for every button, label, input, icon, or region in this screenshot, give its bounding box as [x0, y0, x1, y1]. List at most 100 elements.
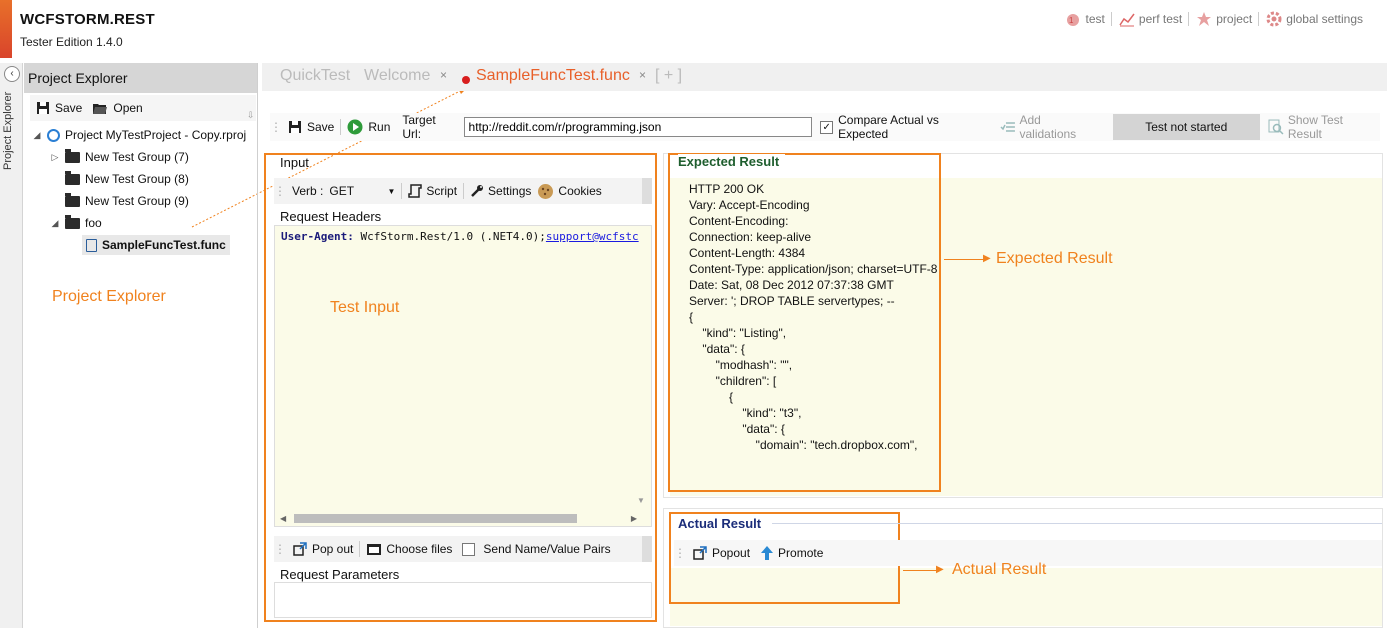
tree-group-label: New Test Group (7) — [85, 150, 189, 164]
response-line: "domain": "tech.dropbox.com", — [689, 438, 918, 452]
save-project-label: Save — [55, 101, 83, 115]
tree-project[interactable]: ◢ Project MyTestProject - Copy.rproj — [32, 125, 247, 145]
toolbar-separator — [359, 541, 361, 557]
toolbar-grip: ⋮ — [674, 546, 686, 560]
tab-quicktest[interactable]: QuickTest — [280, 67, 351, 84]
verb-select[interactable]: GET ▼ — [329, 184, 395, 198]
choose-files-button[interactable]: Choose files — [366, 542, 452, 556]
close-welcome-icon[interactable]: × — [440, 68, 448, 82]
arrow-head-icon: ▶ — [983, 253, 991, 264]
tree-folder-foo[interactable]: ◢ foo — [50, 213, 102, 233]
run-button[interactable]: Run — [347, 119, 390, 135]
verb-label: Verb : — [292, 184, 324, 198]
close-active-tab-icon[interactable]: × — [639, 68, 647, 82]
actual-result-editor[interactable] — [670, 568, 1382, 626]
scroll-right-icon[interactable]: ▶ — [630, 513, 637, 523]
expected-result-editor[interactable] — [670, 178, 1382, 496]
overflow-icon[interactable]: ⇩ — [247, 110, 255, 120]
promote-label: Promote — [778, 546, 824, 560]
request-headers-title: Request Headers — [280, 209, 382, 224]
tree-group-7[interactable]: ▷ New Test Group (7) — [50, 147, 189, 167]
nav-global-settings[interactable]: global settings — [1259, 10, 1369, 28]
popout-icon — [693, 546, 707, 560]
horizontal-scrollbar[interactable]: ◀ ▶ — [280, 512, 637, 524]
tab-add[interactable]: [ + ] — [655, 67, 683, 84]
tree-file-selected[interactable]: SampleFuncTest.func — [82, 235, 230, 255]
nav-global-settings-label: global settings — [1286, 12, 1363, 26]
tree-group-8[interactable]: New Test Group (8) — [50, 169, 189, 189]
arrow-head-icon: ▶ — [936, 564, 944, 575]
popout-button[interactable]: Popout — [692, 545, 750, 561]
header-email-link[interactable]: support@wcfstc — [545, 230, 639, 243]
save-button[interactable]: Save — [288, 120, 334, 134]
collapse-sidebar-button[interactable]: ‹ — [4, 66, 20, 82]
response-line: Content-Type: application/json; charset=… — [689, 262, 938, 276]
expanded-arrow-icon[interactable]: ◢ — [51, 217, 59, 228]
files-icon — [367, 544, 382, 555]
settings-label: Settings — [488, 184, 532, 198]
target-url-input[interactable] — [463, 117, 813, 137]
test-icon: 1 — [1066, 14, 1079, 26]
request-headers-editor[interactable]: User-Agent: WcfStorm.Rest/1.0 (.NET4.0);… — [274, 225, 652, 527]
chart-icon — [1119, 13, 1135, 27]
toolbar-separator — [340, 119, 342, 135]
response-line: "kind": "t3", — [689, 406, 802, 420]
test-status-badge: Test not started — [1112, 114, 1260, 140]
gear-icon — [1266, 11, 1282, 27]
compare-checkbox[interactable]: ✓ — [820, 120, 834, 134]
expanded-arrow-icon[interactable]: ◢ — [33, 129, 41, 140]
choose-files-label: Choose files — [386, 542, 453, 556]
collapsed-arrow-icon[interactable]: ▷ — [51, 151, 59, 162]
sidebar-divider[interactable] — [257, 63, 258, 628]
toolbar-grip: ⋮ — [274, 184, 286, 198]
scroll-down-icon[interactable]: ▼ — [637, 496, 645, 505]
open-project-button[interactable]: Open — [92, 101, 143, 115]
project-icon — [1197, 12, 1212, 26]
tab-samplefunctest[interactable]: SampleFuncTest.func — [476, 67, 630, 84]
nav-project[interactable]: project — [1189, 10, 1258, 28]
tab-welcome[interactable]: Welcome — [364, 67, 431, 84]
actual-result-title: Actual Result — [678, 516, 762, 531]
title-accent — [0, 0, 12, 58]
app-edition: Tester Edition 1.4.0 — [20, 35, 123, 49]
toolbar-overflow[interactable] — [642, 536, 652, 562]
request-parameters-editor[interactable] — [274, 582, 652, 618]
tree-file-label: SampleFuncTest.func — [102, 238, 226, 252]
response-line: { — [689, 390, 734, 404]
save-project-button[interactable]: Save — [36, 101, 82, 115]
send-pairs-checkbox-group[interactable]: Send Name/Value Pairs — [462, 542, 611, 556]
compare-checkbox-group[interactable]: ✓ Compare Actual vs Expected — [820, 113, 991, 141]
sidebar-strip-label[interactable]: Project Explorer — [2, 91, 14, 170]
popout-icon — [293, 542, 307, 556]
cookies-label: Cookies — [558, 184, 602, 198]
nav-test-label: test — [1085, 12, 1105, 26]
main-toolbar: ⋮ Save Run Target Url: ✓ Compare Actual … — [270, 113, 1380, 141]
script-button[interactable]: Script — [408, 183, 457, 199]
tree-group-9[interactable]: New Test Group (9) — [50, 191, 189, 211]
header-line: User-Agent: WcfStorm.Rest/1.0 (.NET4.0);… — [275, 226, 651, 247]
input-toolbar: ⋮ Verb : GET ▼ Script Settings Cookies — [274, 178, 652, 204]
response-line: Connection: keep-alive — [689, 230, 812, 244]
response-line: Server: '; DROP TABLE servertypes; -- — [689, 294, 895, 308]
expected-result-container — [663, 153, 1383, 498]
tree-folder-label: foo — [85, 216, 102, 230]
toolbar-overflow[interactable] — [642, 178, 652, 204]
scroll-left-icon[interactable]: ◀ — [280, 513, 287, 523]
wrench-icon — [471, 185, 484, 197]
scroll-thumb[interactable] — [294, 513, 578, 523]
settings-button[interactable]: Settings — [470, 184, 531, 198]
nav-perf-test[interactable]: perf test — [1112, 10, 1188, 28]
promote-button[interactable]: Promote — [760, 545, 823, 561]
svg-text:1: 1 — [1069, 16, 1074, 25]
expected-result-content: HTTP 200 OK Vary: Accept-Encoding Conten… — [689, 181, 939, 453]
show-test-result-button[interactable]: Show Test Result — [1268, 113, 1380, 141]
actual-result-toolbar: ⋮ Popout Promote — [674, 540, 1382, 566]
add-validations-button[interactable]: Add validations — [1000, 113, 1101, 141]
pop-out-button[interactable]: Pop out — [292, 541, 353, 557]
annotation-project-explorer: Project Explorer — [52, 288, 166, 305]
save-icon — [37, 102, 49, 114]
cookies-button[interactable]: Cookies — [537, 183, 602, 200]
send-pairs-checkbox[interactable] — [462, 542, 476, 556]
nav-test[interactable]: 1 test — [1059, 10, 1111, 28]
expected-result-highlight — [668, 153, 941, 492]
